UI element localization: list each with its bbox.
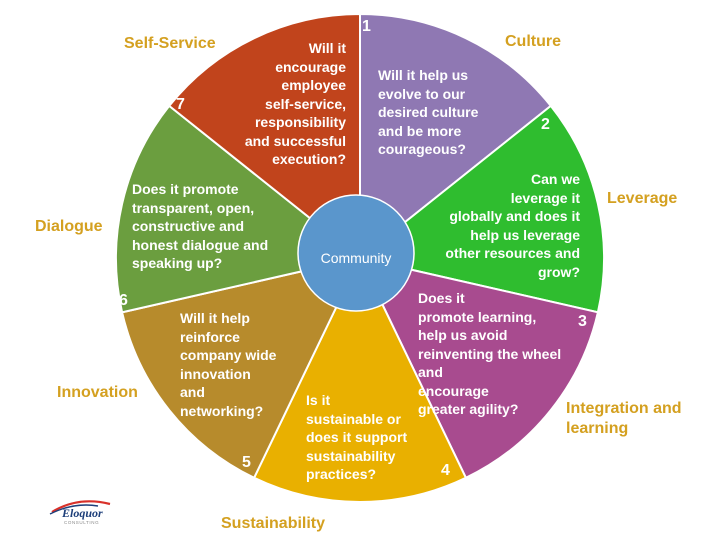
segment-number-7: 7 [176,96,185,113]
label-innovation: Innovation [57,384,138,401]
segment-number-5: 5 [242,454,251,471]
segment-sustainability-question: Is it sustainable or does it support sus… [306,392,408,482]
segment-number-2: 2 [541,116,550,133]
hub-label: Community [320,250,392,266]
label-sustainability: Sustainability [221,515,326,532]
segment-culture [359,12,553,261]
segment-integration [358,256,600,480]
segment-culture-question: Will it help us evolve to our desired cu… [378,67,479,157]
logo-tagline: CONSULTING [64,520,100,525]
label-integration-learning: Integration and learning [566,400,682,437]
segment-number-4: 4 [441,462,450,479]
segment-self-service-question: Will it encourage employee self-service,… [244,40,346,167]
segment-self-service [167,12,361,261]
segment-number-6: 6 [119,292,128,309]
label-self-service: Self-Service [124,35,216,52]
label-leverage: Leverage [607,190,678,207]
segment-leverage-question: Can we leverage it globally and does it … [445,171,580,280]
segment-number-3: 3 [578,313,587,330]
logo-name: Eloquor [62,506,103,520]
segment-sustainability [252,255,468,503]
segment-number-1: 1 [362,18,371,35]
segment-dialogue-question: Does it promote transparent, open, const… [132,181,269,271]
eloquor-logo [49,500,111,515]
community-hub [297,194,415,312]
segment-leverage [357,104,605,314]
segment-integration-question: Does it promote learning, help us avoid … [418,290,562,417]
segment-innovation [120,256,362,480]
label-culture: Culture [505,33,561,50]
segment-innovation-question: Will it help reinforce company wide inno… [180,310,277,419]
label-dialogue: Dialogue [35,218,103,235]
